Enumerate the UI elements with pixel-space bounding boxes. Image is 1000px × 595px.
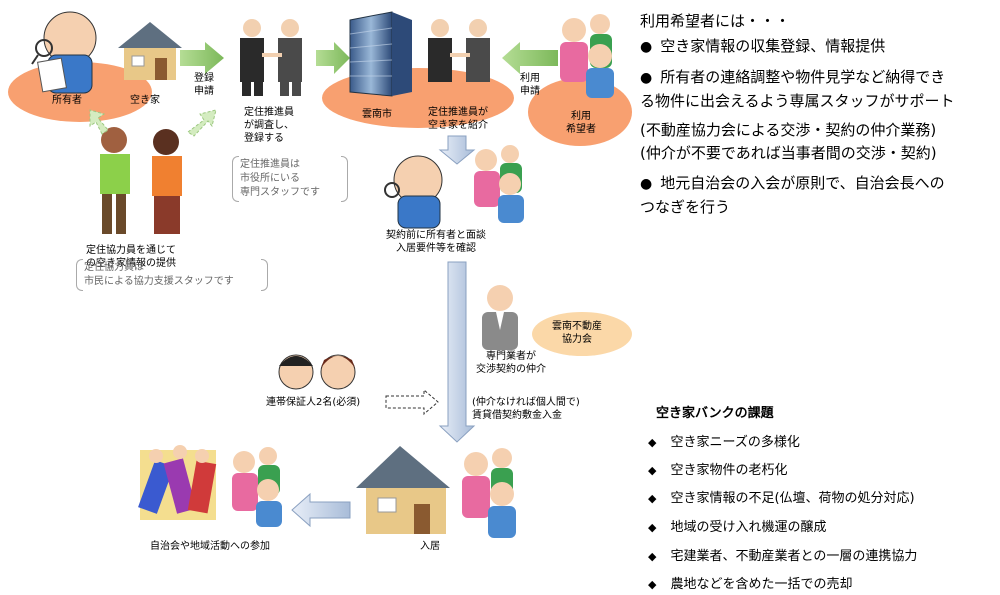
challenge-item: ◆空き家物件の老朽化	[648, 463, 788, 478]
community-family-illustration	[232, 447, 282, 527]
handshake-illustration-2	[428, 19, 490, 82]
owner-label: 所有者	[52, 95, 82, 106]
meeting-family-illustration	[474, 145, 524, 223]
use-apply-arrow	[502, 42, 558, 74]
cooperator-arrow-right	[187, 109, 217, 137]
cooperators-illustration	[100, 127, 182, 234]
vacant-house-illustration	[118, 22, 182, 80]
right-panel-item-4: ●地元自治会の入会が原則で、自治会長への つなぎを行う	[640, 174, 945, 216]
applicant-label: 利用希望者	[566, 111, 596, 135]
challenge-item: ◆空き家情報の不足(仏壇、荷物の処分対応)	[648, 491, 915, 506]
guarantor-faces-illustration	[278, 354, 356, 390]
meeting-owner-illustration	[384, 155, 443, 229]
promoter-note: 定住推進員は市役所にいる専門スタッフです	[232, 156, 348, 202]
cooperator-info-label: 定住協力員を通じての空き家情報の提供	[86, 245, 176, 269]
guarantor-arrow	[385, 388, 439, 416]
meeting-label: 契約前に所有者と面談入居要件等を確認	[386, 230, 486, 254]
city-building-illustration	[349, 11, 412, 97]
community-label: 自治会や地域活動への参加	[150, 541, 270, 552]
contract-label: (仲介なければ個人間で)賃貸借契約敷金入金	[472, 397, 580, 421]
cooperator-arrow-left	[89, 109, 109, 135]
challenges-title: 空き家バンクの課題	[656, 406, 774, 421]
applicant-family-illustration	[560, 14, 614, 98]
vacant-house-label: 空き家	[130, 95, 160, 106]
register-arrow	[180, 42, 224, 74]
use-apply-label: 利用申請	[520, 73, 540, 97]
right-panel-item-3: (不動産協力会による交渉・契約の仲介業務) (仲介が不要であれば当事者間の交渉・…	[640, 121, 937, 162]
guarantor-label: 連帯保証人2名(必須)	[266, 397, 361, 408]
move-in-label: 入居	[420, 541, 440, 552]
agent-label: 専門業者が交渉契約の仲介	[476, 351, 546, 375]
challenge-item: ◆地域の受け入れ機運の醸成	[648, 520, 827, 535]
main-down-arrow	[438, 261, 476, 443]
community-arrow	[291, 492, 351, 528]
challenge-item: ◆農地などを含めた一括での売却	[648, 577, 853, 592]
challenge-item: ◆宅建業者、不動産業者との一層の連携協力	[648, 549, 918, 564]
community-illustration	[138, 445, 217, 520]
association-label: 雲南不動産協力会	[552, 321, 602, 345]
promoter-intro-label: 定住推進員が空き家を紹介	[428, 107, 488, 131]
city-label: 雲南市	[362, 109, 392, 120]
register-apply-label: 登録申請	[194, 73, 214, 97]
right-panel-item-2: ●所有者の連絡調整や物件見学など納得でき る物件に出会えるよう専属スタッフがサポ…	[640, 68, 955, 110]
promoter-to-city-arrow	[316, 42, 350, 74]
owner-illustration	[31, 11, 97, 94]
handshake-illustration-1	[240, 19, 302, 96]
move-in-house-illustration	[356, 446, 450, 534]
challenge-item: ◆空き家ニーズの多様化	[648, 435, 800, 450]
cooperator-note: 定住協力員は市民による協力支援スタッフです	[76, 259, 268, 291]
agent-illustration	[482, 285, 518, 350]
association-ellipse	[532, 312, 632, 356]
move-in-family-illustration	[462, 448, 516, 538]
intro-down-arrow	[438, 135, 476, 165]
right-panel-title: 利用希望者には・・・	[640, 12, 791, 30]
right-panel-item-1: ●空き家情報の収集登録、情報提供	[640, 37, 886, 55]
promoter-survey-label: 定住推進員が調査し、登録する	[244, 107, 294, 144]
